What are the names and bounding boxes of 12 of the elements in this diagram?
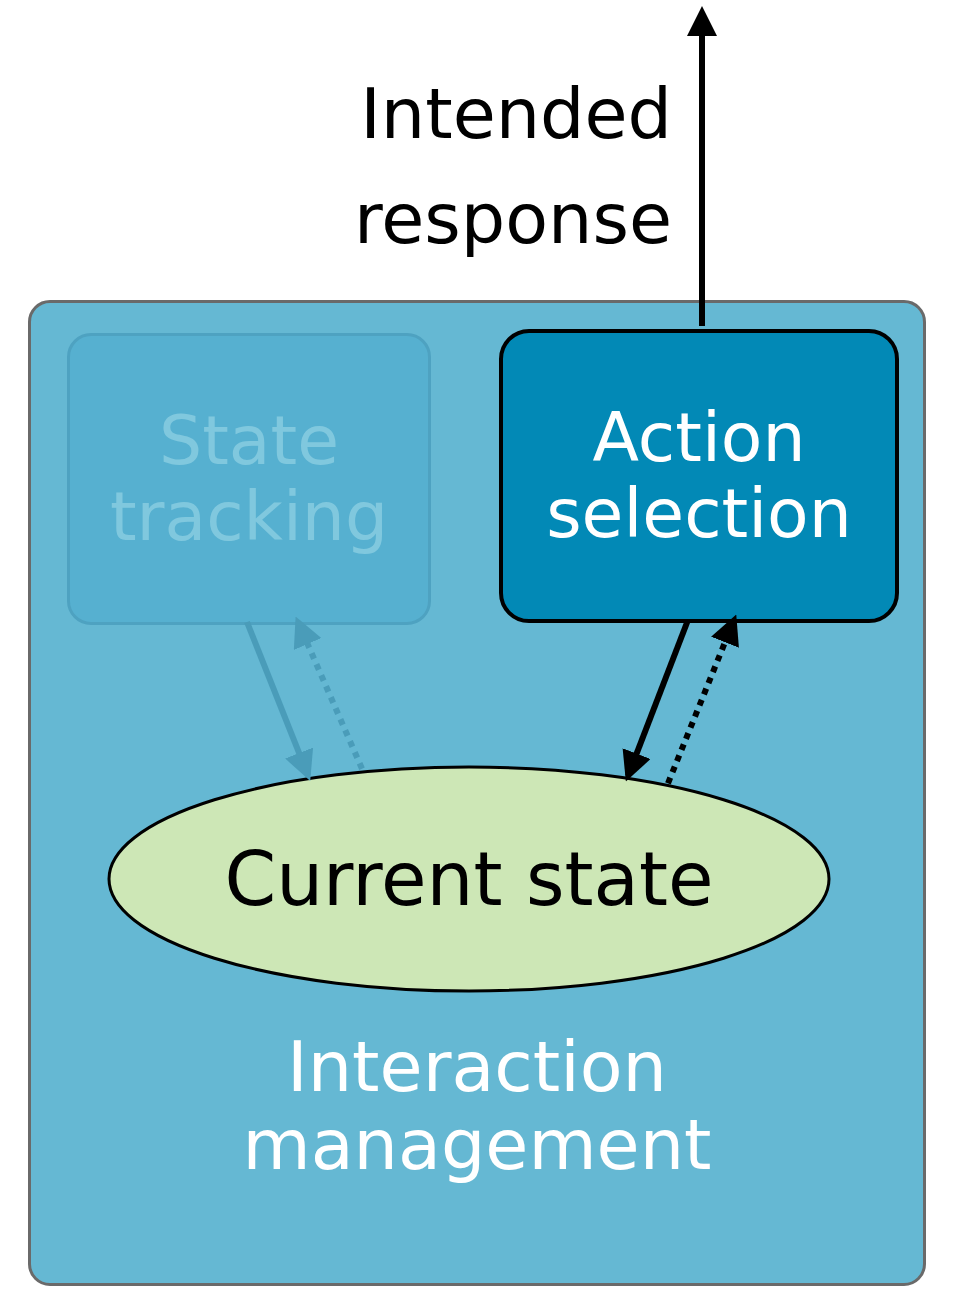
node-label: Current state <box>223 837 715 921</box>
edge-label: Intended response <box>353 72 672 262</box>
panel-title: Interaction management <box>241 1028 713 1185</box>
arrow <box>687 6 717 326</box>
arrow <box>293 616 365 770</box>
node-label: Action selection <box>545 399 853 553</box>
process-box <box>499 329 899 623</box>
arrow <box>665 614 739 785</box>
panel <box>28 300 926 1286</box>
process-box <box>67 333 431 625</box>
state-ellipse <box>107 765 831 993</box>
arrow <box>244 620 314 781</box>
